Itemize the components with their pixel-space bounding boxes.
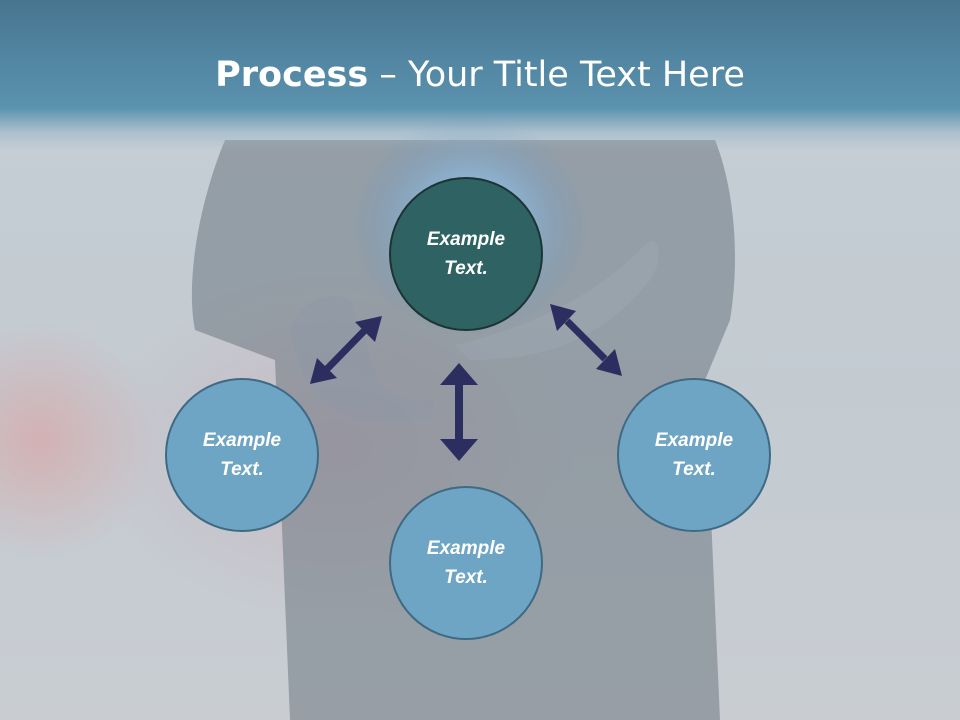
node-left-text: Example Text. — [203, 426, 281, 484]
process-node-right: Example Text. — [617, 378, 771, 532]
node-line: Text. — [220, 459, 264, 480]
title-rest: – Your Title Text Here — [368, 55, 745, 95]
node-bottom-text: Example Text. — [427, 534, 505, 592]
node-line: Text. — [672, 459, 716, 480]
node-line: Text. — [444, 567, 488, 588]
node-line: Example — [426, 229, 506, 250]
node-right-text: Example Text. — [655, 426, 733, 484]
process-node-center: Example Text. — [389, 177, 543, 331]
slide-title: Process – Your Title Text Here — [0, 54, 960, 96]
node-line: Text. — [444, 258, 488, 279]
process-node-bottom: Example Text. — [389, 486, 543, 640]
title-bar: Process – Your Title Text Here — [0, 0, 960, 150]
title-bold: Process — [215, 55, 369, 95]
process-node-left: Example Text. — [165, 378, 319, 532]
node-line: Example — [426, 538, 506, 559]
node-center-text: Example Text. — [427, 225, 505, 283]
node-line: Example — [654, 430, 734, 451]
node-line: Example — [202, 430, 282, 451]
